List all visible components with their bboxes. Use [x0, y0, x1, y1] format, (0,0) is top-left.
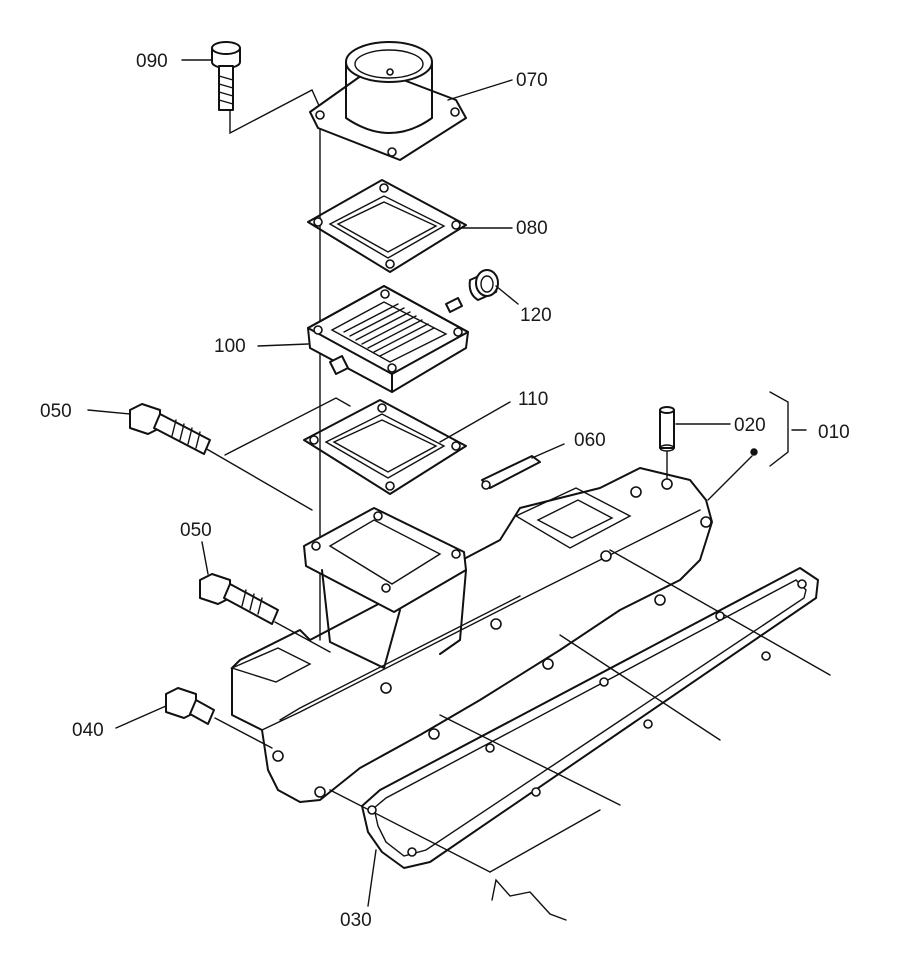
- part-050-bolt-upper: [129, 403, 211, 455]
- label-120: 120: [520, 305, 552, 326]
- callout-leaders: [87, 59, 807, 907]
- label-100: 100: [214, 336, 246, 357]
- part-080-gasket: [307, 179, 467, 273]
- label-080: 080: [516, 218, 548, 239]
- part-090-bolt: [211, 41, 241, 111]
- part-030-manifold-gasket: [361, 567, 819, 869]
- part-070-outlet-cover: [309, 41, 467, 161]
- part-120-sleeve: [468, 269, 499, 301]
- label-110: 110: [518, 389, 548, 410]
- label-010: 010: [818, 422, 850, 443]
- label-040: 040: [72, 720, 104, 741]
- label-050-upper: 050: [40, 401, 72, 422]
- part-050-bolt-lower: [199, 573, 279, 625]
- engine-break-line: [491, 878, 567, 921]
- label-020: 020: [734, 415, 766, 436]
- label-030: 030: [340, 910, 372, 931]
- part-100-intake-heater: [307, 285, 469, 393]
- label-070: 070: [516, 70, 548, 91]
- part-labels: 090 070 080 120 100 050 110 060 020 010 …: [40, 51, 850, 931]
- alignment-lines: [204, 89, 831, 873]
- part-040-bolt: [165, 687, 215, 725]
- label-050-lower: 050: [180, 520, 212, 541]
- part-010-intake-manifold: [230, 467, 713, 803]
- label-060: 060: [574, 430, 606, 451]
- label-090: 090: [136, 51, 168, 72]
- part-060-plate: [481, 455, 541, 490]
- part-020-stud: [659, 406, 675, 481]
- part-110-gasket: [303, 399, 467, 495]
